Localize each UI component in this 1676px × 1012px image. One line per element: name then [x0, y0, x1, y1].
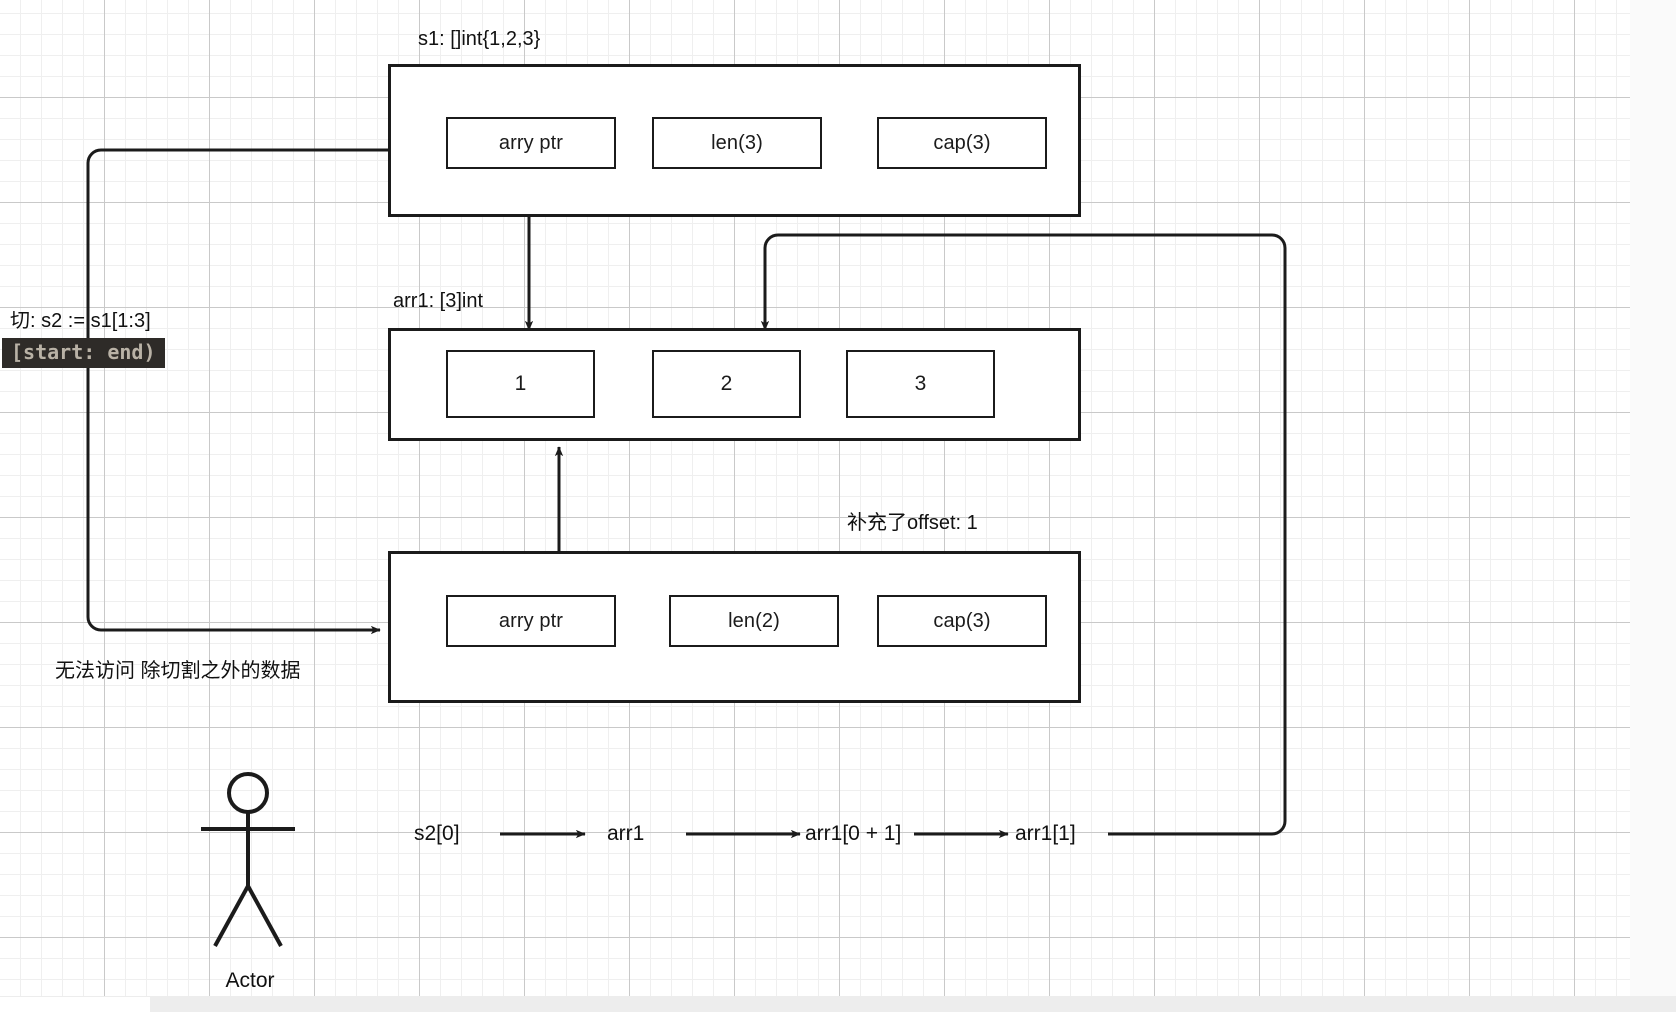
flow-step-2: arr1[0 + 1]: [805, 822, 902, 845]
no-access-note: 无法访问 除切割之外的数据: [55, 660, 301, 682]
slice2-box[interactable]: arry ptr len(2) cap(3): [388, 551, 1081, 703]
slice1-title: s1: []int{1,2,3}: [418, 28, 541, 50]
wire-left-elbow-s1: [86, 148, 388, 635]
actor-figure: [201, 772, 295, 947]
array1-title: arr1: [3]int: [393, 290, 484, 312]
slice2-cell-cap[interactable]: cap(3): [877, 595, 1047, 647]
horizontal-scrollbar-thumb[interactable]: [0, 997, 150, 1012]
range-code-highlight: [start: end): [2, 338, 165, 368]
array1-box[interactable]: 1 2 3: [388, 328, 1081, 441]
slice2-cell-ptr[interactable]: arry ptr: [446, 595, 616, 647]
actor-leg-left: [213, 885, 250, 947]
canvas-right-gutter: [1630, 0, 1676, 996]
horizontal-scrollbar-track[interactable]: [0, 996, 1676, 1012]
slice1-cell-len[interactable]: len(3): [652, 117, 822, 169]
array1-cell-0[interactable]: 1: [446, 350, 595, 418]
wire-arr1idx1-to-cell2: [760, 233, 1287, 836]
slice1-box[interactable]: arry ptr len(3) cap(3): [388, 64, 1081, 217]
offset-note: 补充了offset: 1: [847, 512, 978, 534]
flow-step-1: arr1: [607, 822, 645, 845]
connector-layer: [86, 148, 1287, 947]
slice-expression-note: 切: s2 := s1[1:3]: [10, 310, 151, 332]
slice1-cell-ptr[interactable]: arry ptr: [446, 117, 616, 169]
array1-cell-2[interactable]: 3: [846, 350, 995, 418]
slice2-cell-len[interactable]: len(2): [669, 595, 839, 647]
diagram-canvas[interactable]: s1: []int{1,2,3} arry ptr len(3) cap(3) …: [0, 0, 1630, 996]
slice1-cell-cap[interactable]: cap(3): [877, 117, 1047, 169]
array1-cell-1[interactable]: 2: [652, 350, 801, 418]
flow-step-3: arr1[1]: [1015, 822, 1076, 845]
actor-leg-right: [246, 885, 283, 947]
flow-step-0: s2[0]: [414, 822, 460, 845]
actor-label: Actor: [225, 969, 275, 992]
actor-head-icon: [227, 772, 269, 814]
